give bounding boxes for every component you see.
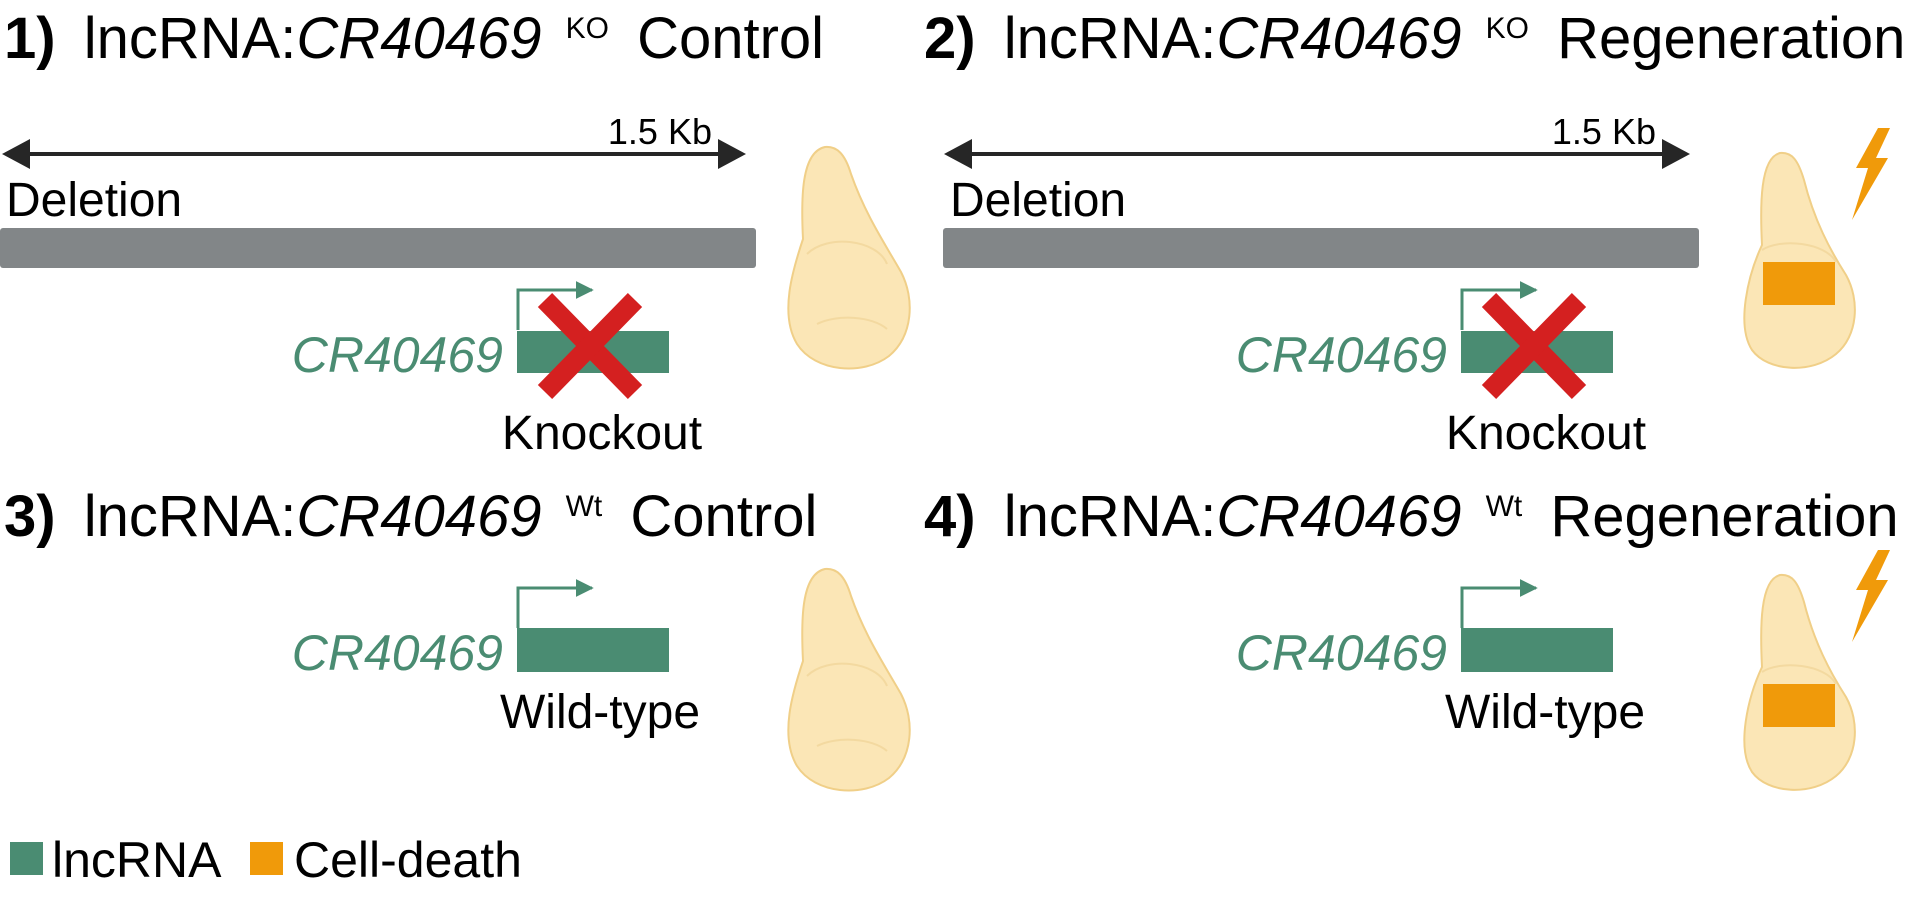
panel-2: 2) lncRNA:CR40469 KO Regeneration 1.5 Kb… — [924, 0, 1905, 460]
panel-4-wing-disc-icon — [1743, 573, 1856, 791]
panel-3-gene-label: CR40469 — [292, 625, 503, 681]
panel-4-cell-death-box — [1763, 684, 1835, 727]
panel-2-cell-death-box — [1763, 262, 1835, 305]
panel-3-title: 3) lncRNA:CR40469 Wt Control — [4, 464, 817, 549]
panel-1-prefix: lncRNA: — [84, 6, 297, 71]
panel-3-prefix: lncRNA: — [84, 484, 297, 549]
panel-4-lncrna-gene-box — [1461, 628, 1613, 672]
panel-4-gene: CR40469 — [1216, 484, 1461, 549]
panel-1: 1) lncRNA:CR40469 KO Control 1.5 Kb Dele… — [0, 0, 911, 460]
panel-3-superscript: Wt — [566, 490, 603, 523]
panel-1-gene: CR40469 — [296, 6, 541, 71]
panel-1-promoter-arrow — [516, 281, 594, 330]
panel-3-lncrna-gene-box — [517, 628, 669, 672]
panel-1-number: 1) — [4, 6, 56, 71]
panel-2-knockout-cross — [1481, 293, 1587, 399]
panel-3-promoter-arrow — [516, 579, 594, 628]
panel-2-prefix: lncRNA: — [1004, 6, 1217, 71]
panel-4-title: 4) lncRNA:CR40469 Wt Regeneration — [924, 464, 1899, 549]
panel-4-promoter-arrow — [1460, 579, 1538, 628]
legend-label-lncrna: lncRNA — [52, 832, 222, 888]
panel-2-superscript: KO — [1486, 12, 1529, 45]
panel-1-wing-disc-icon — [787, 145, 911, 370]
panel-1-scale-label: 1.5 Kb — [608, 111, 712, 152]
panel-1-scale-arrow — [2, 139, 746, 169]
panel-1-gene-label: CR40469 — [292, 327, 503, 383]
panel-4-prefix: lncRNA: — [1004, 484, 1217, 549]
panel-2-gene: CR40469 — [1216, 6, 1461, 71]
panel-4: 4) lncRNA:CR40469 Wt Regeneration CR4046… — [924, 464, 1899, 791]
panel-2-title: 2) lncRNA:CR40469 KO Regeneration — [924, 0, 1905, 71]
panel-2-promoter-arrow — [1460, 281, 1538, 330]
panel-3-wing-disc-icon — [787, 567, 911, 792]
panel-2-scale-label: 1.5 Kb — [1552, 111, 1656, 152]
panel-4-number: 4) — [924, 484, 976, 549]
panel-3-condition: Control — [630, 484, 817, 549]
panel-2-status-label: Knockout — [1446, 407, 1646, 460]
panel-3-gene: CR40469 — [296, 484, 541, 549]
panel-3: 3) lncRNA:CR40469 Wt Control CR40469 Wil… — [4, 464, 911, 792]
panel-4-status-label: Wild-type — [1445, 686, 1645, 739]
legend-swatch-lncrna — [10, 842, 43, 875]
panel-2-condition: Regeneration — [1557, 6, 1905, 71]
panel-2-gene-label: CR40469 — [1236, 327, 1447, 383]
legend-swatch-cell-death — [250, 842, 283, 875]
panel-3-number: 3) — [4, 484, 56, 549]
panel-1-superscript: KO — [566, 12, 609, 45]
panel-1-deletion-label: Deletion — [6, 174, 182, 227]
panel-2-deletion-label: Deletion — [950, 174, 1126, 227]
panel-4-condition: Regeneration — [1550, 484, 1898, 549]
panel-4-gene-label: CR40469 — [1236, 625, 1447, 681]
panel-2-wing-disc-icon — [1743, 151, 1856, 369]
legend: lncRNA Cell-death — [10, 832, 522, 888]
panel-3-status-label: Wild-type — [500, 686, 700, 739]
panel-2-number: 2) — [924, 6, 976, 71]
panel-1-deletion-bar — [0, 228, 756, 268]
panel-4-superscript: Wt — [1486, 490, 1523, 523]
panel-2-deletion-bar — [943, 228, 1699, 268]
panel-4-lightning-icon — [1852, 550, 1890, 642]
panel-1-status-label: Knockout — [502, 407, 702, 460]
panel-2-scale-arrow — [944, 139, 1690, 169]
panel-1-knockout-cross — [537, 293, 643, 399]
panel-1-title: 1) lncRNA:CR40469 KO Control — [4, 0, 824, 71]
legend-label-cell-death: Cell-death — [294, 832, 522, 888]
panel-1-condition: Control — [637, 6, 824, 71]
panel-2-lightning-icon — [1852, 128, 1890, 220]
